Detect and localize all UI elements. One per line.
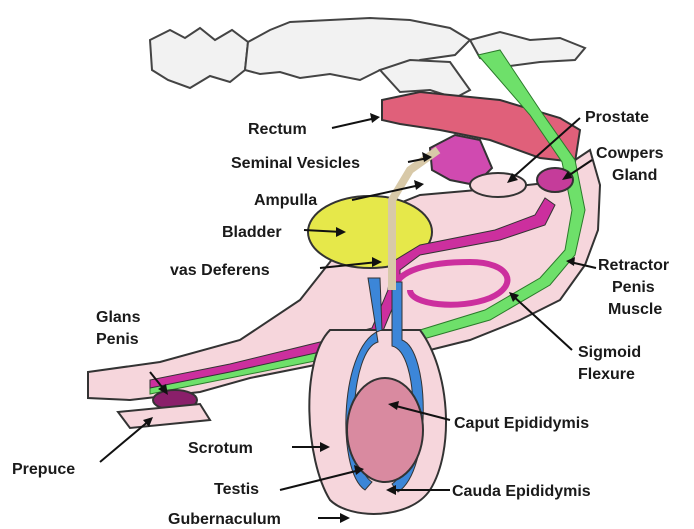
prepuce	[118, 404, 210, 428]
label-sigmoid: Sigmoid	[578, 344, 641, 361]
label-retractor-penis: Penis	[612, 279, 655, 296]
label-prostate: Prostate	[585, 109, 649, 126]
testis	[347, 378, 423, 482]
label-retractor: Retractor	[598, 257, 669, 274]
label-glans-penis: Penis	[96, 331, 139, 348]
label-gubernaculum: Gubernaculum	[168, 511, 281, 528]
cowpers-gland	[537, 168, 573, 192]
label-cowpers-gland: Gland	[612, 167, 657, 184]
label-ampulla: Ampulla	[254, 192, 317, 209]
label-prepuce: Prepuce	[12, 461, 75, 478]
label-rectum: Rectum	[248, 121, 307, 138]
label-cauda-epididymis: Cauda Epididymis	[452, 483, 591, 500]
prostate	[470, 173, 526, 197]
label-caput-epididymis: Caput Epididymis	[454, 415, 589, 432]
label-scrotum: Scrotum	[188, 440, 253, 457]
label-sigmoid-flexure: Flexure	[578, 366, 635, 383]
label-cowpers: Cowpers	[596, 145, 664, 162]
label-testis: Testis	[214, 481, 259, 498]
label-bladder: Bladder	[222, 224, 282, 241]
label-retractor-muscle: Muscle	[608, 301, 662, 318]
label-vas-deferens: vas Deferens	[170, 262, 270, 279]
label-seminal-vesicles: Seminal Vesicles	[231, 155, 360, 172]
label-glans: Glans	[96, 309, 141, 326]
